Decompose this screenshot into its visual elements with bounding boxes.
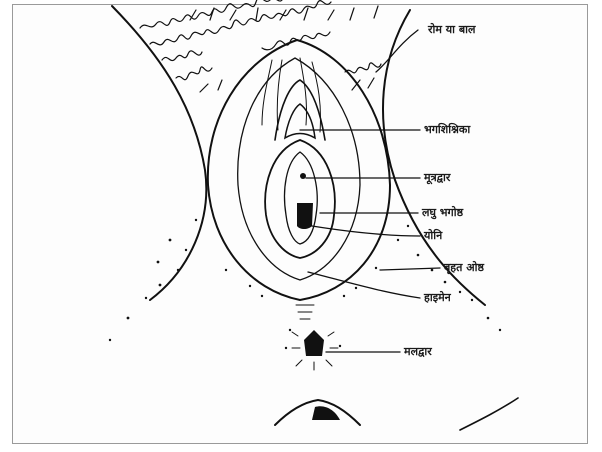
label-labia-minora: लघु भगोष्ठ (422, 207, 463, 219)
clitoris-outline (285, 104, 315, 138)
clitoral-hood (275, 80, 325, 140)
left-thigh-contour (112, 6, 206, 300)
urethral-opening-mark (300, 173, 306, 179)
labia-majora-inner-edge (238, 58, 360, 280)
right-buttock-curve (460, 398, 518, 430)
label-hymen: हाइमेन (424, 292, 451, 304)
label-urethral-opening: मूत्रद्वार (424, 172, 450, 184)
label-vagina: योनि (424, 230, 442, 242)
labia-majora-outline (208, 40, 390, 300)
perineum-marks (296, 305, 314, 319)
anus-mark (304, 330, 324, 356)
label-hair: रोम या बाल (428, 24, 475, 36)
label-clitoris: भगशिश्निका (424, 124, 470, 136)
vaginal-opening-mark (297, 203, 313, 229)
labia-minora-outline (265, 140, 335, 258)
pubic-hair-texture (140, 0, 381, 92)
vestibule-outline (285, 152, 318, 244)
label-anus: मलद्वार (404, 346, 432, 358)
buttocks-cleft-fill (312, 406, 340, 420)
label-labia-majora: बृहत ओष्ठ (444, 262, 484, 274)
